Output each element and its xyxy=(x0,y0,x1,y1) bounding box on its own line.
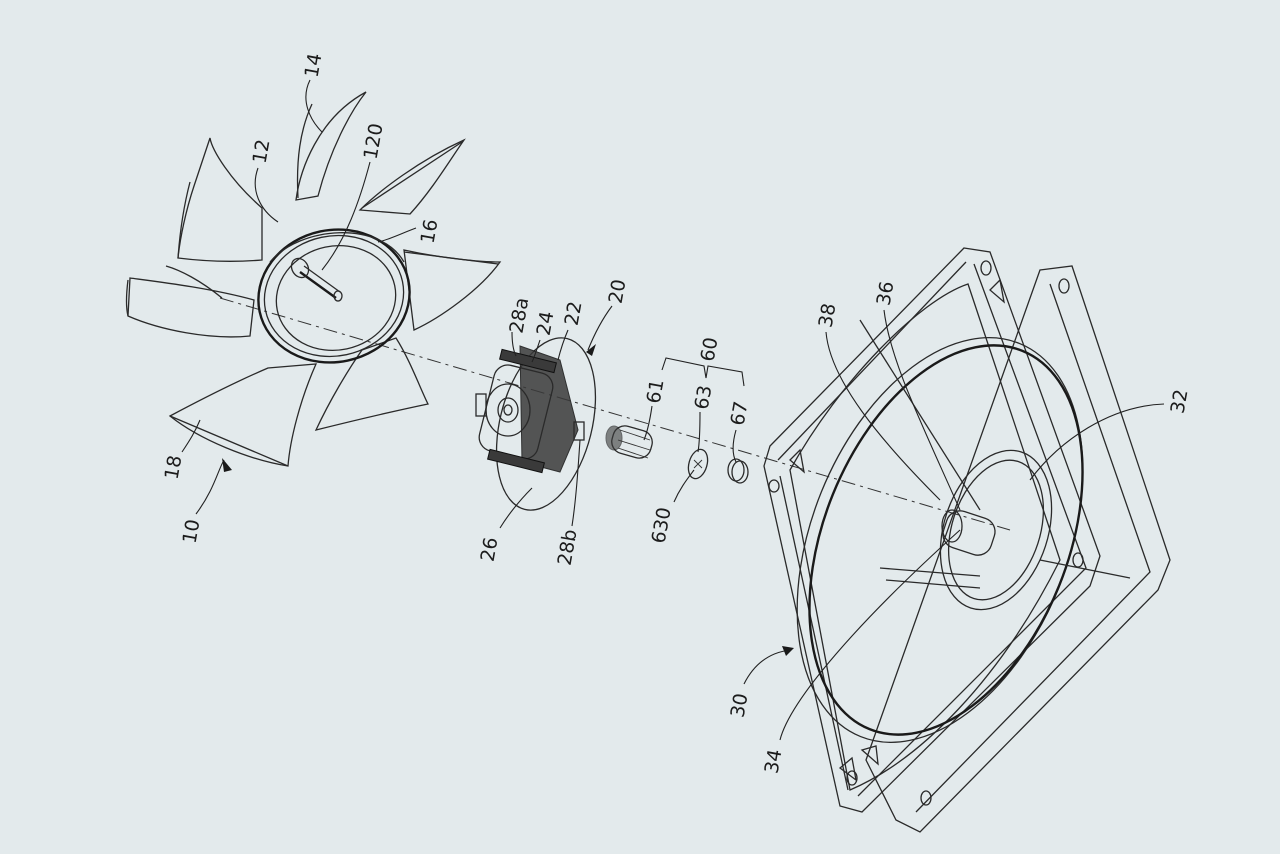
callout-20: 20 xyxy=(604,277,631,306)
fan-frame xyxy=(763,247,1171,833)
callout-63: 63 xyxy=(690,383,717,412)
leader-lines xyxy=(181,79,1165,741)
arrow-10 xyxy=(222,458,232,472)
callout-16: 16 xyxy=(416,217,443,246)
arrow-30 xyxy=(782,646,794,656)
callout-12: 12 xyxy=(248,137,275,166)
arrow-20 xyxy=(586,344,596,356)
bearing-assembly xyxy=(605,357,749,484)
callout-32: 32 xyxy=(1166,387,1193,416)
callout-38: 38 xyxy=(814,301,841,330)
callout-24: 24 xyxy=(532,309,559,338)
callout-61: 61 xyxy=(642,377,669,406)
central-axis xyxy=(219,297,1011,531)
callout-30: 30 xyxy=(726,691,753,720)
callout-36: 36 xyxy=(872,279,899,308)
callout-34: 34 xyxy=(760,747,787,776)
callout-22: 22 xyxy=(560,299,587,328)
callout-10: 10 xyxy=(178,517,205,546)
callout-67: 67 xyxy=(726,399,753,428)
callout-26: 26 xyxy=(476,535,503,564)
callout-18: 18 xyxy=(160,453,187,482)
callout-14: 14 xyxy=(300,51,327,80)
callout-60: 60 xyxy=(696,335,723,364)
impeller xyxy=(125,91,502,467)
stator-assembly xyxy=(475,337,597,511)
